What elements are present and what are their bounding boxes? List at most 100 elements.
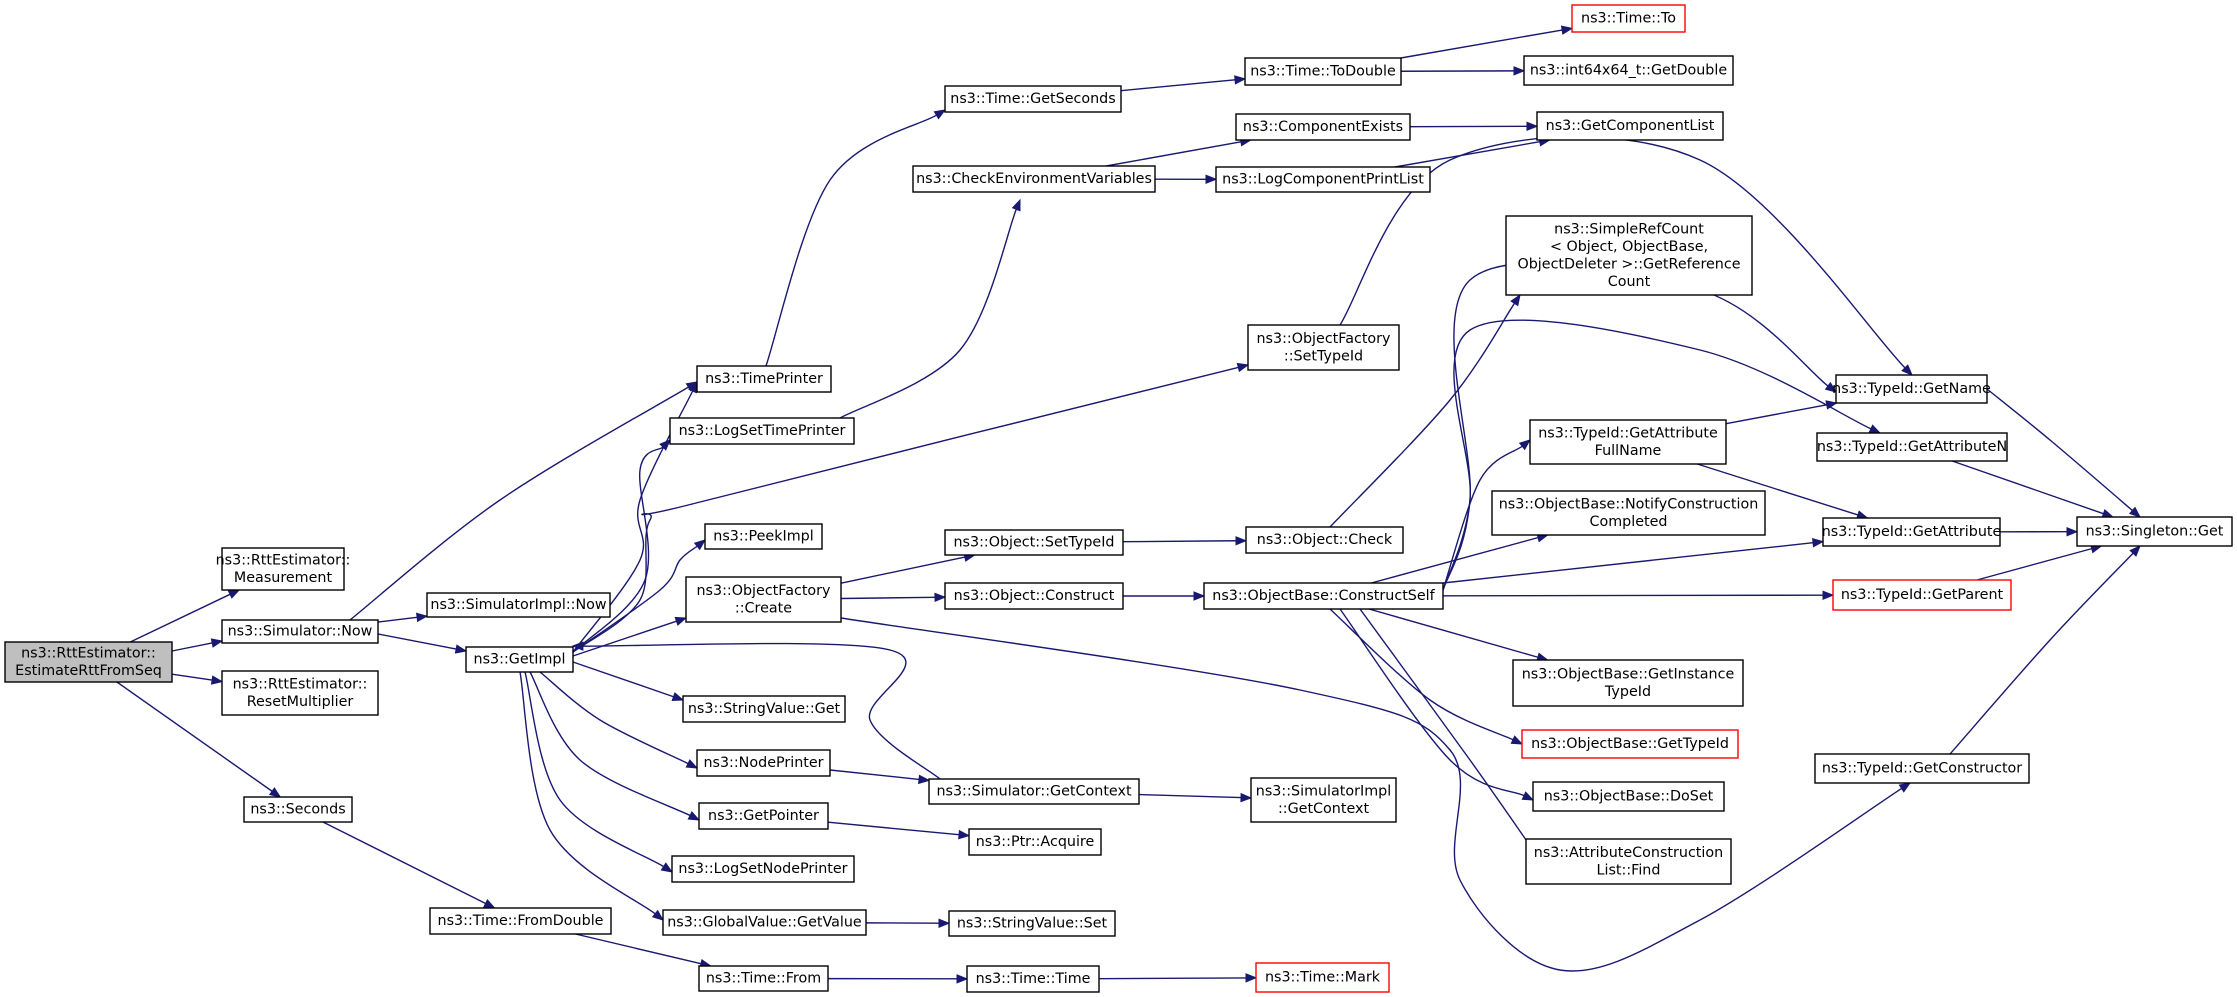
edge-line bbox=[572, 620, 677, 657]
node-componentExists[interactable]: ns3::ComponentExists bbox=[1235, 113, 1411, 141]
node-timePrinter[interactable]: ns3::TimePrinter bbox=[696, 365, 832, 393]
node-tidGetConstructor[interactable]: ns3::TypeId::GetConstructor bbox=[1814, 753, 2030, 784]
edge-arrowhead bbox=[1824, 381, 1838, 393]
node-simImplGetContext[interactable]: ns3::SimulatorImpl::GetContext bbox=[1250, 777, 1397, 823]
edge-arrowhead bbox=[1193, 591, 1206, 601]
node-label-line: ns3::RttEstimator:: bbox=[216, 553, 351, 569]
node-getComponentList[interactable]: ns3::GetComponentList bbox=[1536, 111, 1724, 141]
node-box bbox=[429, 907, 612, 935]
node-label-line: ns3::GetComponentList bbox=[1546, 118, 1715, 134]
node-logSetTimePrinter[interactable]: ns3::LogSetTimePrinter bbox=[669, 417, 855, 445]
node-strValGet[interactable]: ns3::StringValue::Get bbox=[682, 695, 846, 723]
node-logSetNodePrinter[interactable]: ns3::LogSetNodePrinter bbox=[671, 855, 855, 883]
node-timeTo[interactable]: ns3::Time::To bbox=[1571, 4, 1686, 33]
edge-getImpl-to-ofSetTypeId bbox=[572, 362, 1250, 653]
node-label-line: ns3::ObjectBase::ConstructSelf bbox=[1212, 588, 1435, 604]
edge-arrowhead bbox=[1825, 400, 1838, 410]
node-box bbox=[465, 646, 574, 673]
edge-line bbox=[539, 671, 689, 765]
node-box bbox=[1532, 781, 1725, 812]
edge-obConstructSelf-to-obGetInstanceTypeId bbox=[1368, 608, 1549, 662]
edge-seconds-to-fromDouble bbox=[322, 821, 496, 909]
node-obDoSet[interactable]: ns3::ObjectBase::DoSet bbox=[1532, 781, 1725, 812]
node-label-line: ns3::TypeId::GetAttributeN bbox=[1817, 439, 2007, 455]
node-label-line: ns3::GetPointer bbox=[708, 808, 819, 824]
node-label-line: ns3::TypeId::GetAttribute bbox=[1538, 425, 1718, 441]
node-strValSet[interactable]: ns3::StringValue::Set bbox=[948, 910, 1116, 937]
node-tidGetAttributeN[interactable]: ns3::TypeId::GetAttributeN bbox=[1816, 432, 2008, 462]
node-box bbox=[696, 749, 831, 777]
edge-timePrinter-to-timeGetSeconds bbox=[765, 109, 947, 367]
node-box bbox=[966, 965, 1100, 993]
node-rttReset[interactable]: ns3::RttEstimator::ResetMultiplier bbox=[221, 670, 379, 716]
node-checkEnvVars[interactable]: ns3::CheckEnvironmentVariables bbox=[912, 165, 1156, 193]
node-simNow[interactable]: ns3::Simulator::Now bbox=[221, 619, 379, 644]
node-obConstructSelf[interactable]: ns3::ObjectBase::ConstructSelf bbox=[1203, 582, 1444, 610]
edge-getImpl-to-logSetNodePrinter bbox=[524, 671, 674, 873]
node-getImpl[interactable]: ns3::GetImpl bbox=[465, 646, 574, 673]
node-timeMark[interactable]: ns3::Time::Mark bbox=[1255, 962, 1390, 993]
node-getPointer[interactable]: ns3::GetPointer bbox=[698, 802, 829, 830]
node-timeGetSeconds[interactable]: ns3::Time::GetSeconds bbox=[944, 85, 1122, 113]
node-seconds[interactable]: ns3::Seconds bbox=[243, 796, 353, 823]
node-obGetTypeId[interactable]: ns3::ObjectBase::GetTypeId bbox=[1521, 729, 1739, 759]
edge-line bbox=[840, 617, 1903, 972]
node-tidGetName[interactable]: ns3::TypeId::GetName bbox=[1832, 374, 1991, 404]
node-label-line: ns3::ObjectBase::GetTypeId bbox=[1531, 736, 1729, 752]
node-label-line: Completed bbox=[1590, 514, 1668, 530]
edge-arrowhead bbox=[1510, 293, 1521, 307]
edge-line bbox=[1976, 547, 2092, 581]
edge-getImpl-to-strValGet bbox=[572, 661, 685, 702]
edge-arrowhead bbox=[918, 774, 931, 785]
node-box bbox=[1215, 166, 1431, 193]
node-label-line: ns3::TypeId::GetParent bbox=[1841, 587, 2004, 603]
edge-getImpl-to-peekImpl bbox=[572, 539, 707, 653]
edge-arrowhead bbox=[1518, 439, 1532, 451]
edge-arrowhead bbox=[1901, 364, 1913, 376]
node-peekImpl[interactable]: ns3::PeekImpl bbox=[704, 523, 823, 550]
node-box bbox=[1244, 57, 1402, 86]
node-rttMeasurement[interactable]: ns3::RttEstimator::Measurement bbox=[216, 547, 351, 591]
node-logCompPrintList[interactable]: ns3::LogComponentPrintList bbox=[1215, 166, 1431, 193]
node-objConstruct[interactable]: ns3::Object::Construct bbox=[944, 582, 1124, 610]
node-tidGetParent[interactable]: ns3::TypeId::GetParent bbox=[1832, 579, 2012, 611]
edge-timeToDouble-to-timeTo bbox=[1400, 25, 1574, 59]
node-timeTime[interactable]: ns3::Time::Time bbox=[966, 965, 1100, 993]
edge-arrowhead bbox=[938, 918, 951, 928]
node-obNotifyConstruction[interactable]: ns3::ObjectBase::NotifyConstructionCompl… bbox=[1491, 490, 1766, 536]
node-box bbox=[698, 965, 829, 992]
node-nodePrinter[interactable]: ns3::NodePrinter bbox=[696, 749, 831, 777]
edge-ofCreate-to-objConstruct bbox=[840, 592, 947, 603]
edge-arrowhead bbox=[674, 616, 688, 626]
edge-line bbox=[1951, 460, 2104, 515]
node-timeFrom[interactable]: ns3::Time::From bbox=[698, 965, 829, 992]
node-simGetContext[interactable]: ns3::Simulator::GetContext bbox=[928, 778, 1140, 805]
edge-rttEstimate-to-simNow bbox=[171, 638, 224, 652]
node-rttEstimate[interactable]: ns3::RttEstimator::EstimateRttFromSeq bbox=[4, 641, 173, 683]
edges-layer bbox=[116, 25, 2142, 984]
node-simImplNow[interactable]: ns3::SimulatorImpl::Now bbox=[426, 592, 611, 618]
node-ofSetTypeId[interactable]: ns3::ObjectFactory::SetTypeId bbox=[1247, 324, 1400, 371]
node-timeToDouble[interactable]: ns3::Time::ToDouble bbox=[1244, 57, 1402, 86]
edge-arrowhead bbox=[227, 589, 241, 599]
edge-arrowhead bbox=[1822, 590, 1835, 600]
node-ofCreate[interactable]: ns3::ObjectFactory::Create bbox=[685, 576, 842, 623]
node-gvGetValue[interactable]: ns3::GlobalValue::GetValue bbox=[662, 909, 867, 936]
node-objSetTypeId[interactable]: ns3::Object::SetTypeId bbox=[944, 529, 1124, 556]
node-label-line: ns3::SimulatorImpl::Now bbox=[430, 597, 607, 613]
node-singletonGet[interactable]: ns3::Singleton::Get bbox=[2076, 516, 2233, 547]
edge-line bbox=[1138, 793, 1242, 799]
node-simpleRefCount[interactable]: ns3::SimpleRefCount< Object, ObjectBase,… bbox=[1505, 215, 1753, 296]
edge-arrowhead bbox=[2128, 506, 2142, 518]
node-tidGetAttribute[interactable]: ns3::TypeId::GetAttribute bbox=[1822, 517, 2002, 547]
node-int64GetDouble[interactable]: ns3::int64x64_t::GetDouble bbox=[1523, 55, 1734, 86]
node-label-line: ns3::ComponentExists bbox=[1243, 119, 1403, 135]
node-fromDouble[interactable]: ns3::Time::FromDouble bbox=[429, 907, 612, 935]
node-label-line: ns3::SimulatorImpl bbox=[1256, 784, 1391, 800]
node-objCheck[interactable]: ns3::Object::Check bbox=[1245, 526, 1404, 554]
node-ptrAcquire[interactable]: ns3::Ptr::Acquire bbox=[968, 828, 1102, 856]
node-box bbox=[1571, 4, 1686, 33]
